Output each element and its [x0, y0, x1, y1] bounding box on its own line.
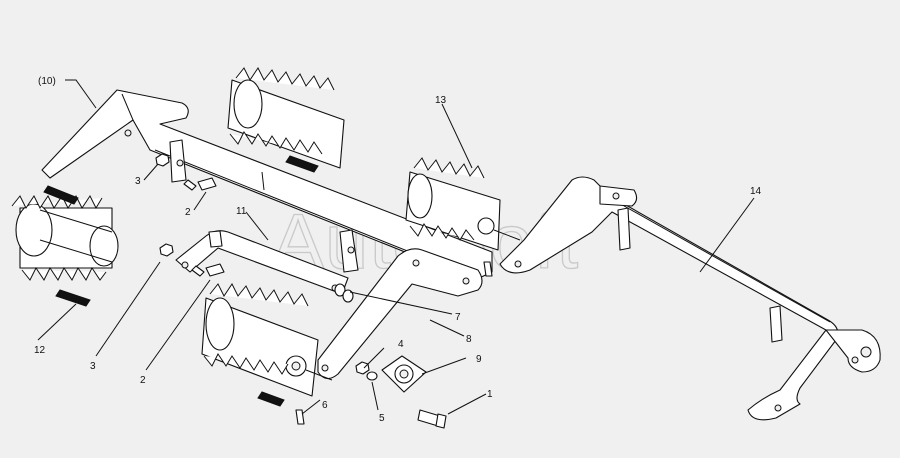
callout-9: 9 — [476, 354, 482, 365]
callout-7: 7 — [455, 312, 461, 323]
callout-5: 5 — [379, 413, 385, 424]
callout-10: (10) — [38, 76, 56, 87]
bolt-2-upper — [183, 177, 217, 191]
main-frame-10 — [41, 89, 493, 281]
washer-5 — [366, 371, 378, 381]
tine-rotor-12 — [11, 185, 119, 307]
callout-14: 14 — [750, 186, 762, 197]
nut-4 — [355, 361, 370, 375]
callout-3-upper: 3 — [135, 176, 141, 187]
callout-labels: (10) 13 14 3 2 11 12 3 2 7 8 4 9 5 6 1 — [34, 76, 762, 424]
callout-2-lower: 2 — [140, 375, 146, 386]
pin-6-upper — [483, 261, 493, 277]
callout-13: 13 — [435, 95, 447, 106]
nut-3-lower — [159, 243, 174, 257]
bolt-1 — [417, 409, 447, 429]
nut-3-upper — [155, 153, 170, 167]
callout-8: 8 — [466, 334, 472, 345]
hardware — [155, 153, 493, 429]
callout-2-upper: 2 — [185, 207, 191, 218]
callout-6: 6 — [322, 400, 328, 411]
callout-1: 1 — [487, 389, 493, 400]
callout-4: 4 — [398, 339, 404, 350]
callout-3-lower: 3 — [90, 361, 96, 372]
tine-rotor-13 — [405, 157, 521, 251]
callout-12: 12 — [34, 345, 46, 356]
leader-lines — [37, 79, 755, 415]
pin-6-lower — [295, 409, 305, 425]
tine-rotor-lower — [201, 283, 333, 407]
rear-frame-14 — [499, 176, 881, 421]
callout-11: 11 — [236, 206, 247, 217]
bolt-2-lower — [191, 263, 225, 277]
bearing-flange-9 — [381, 355, 427, 393]
tine-rotor-upper — [227, 67, 345, 173]
spacer-7 — [334, 283, 354, 303]
